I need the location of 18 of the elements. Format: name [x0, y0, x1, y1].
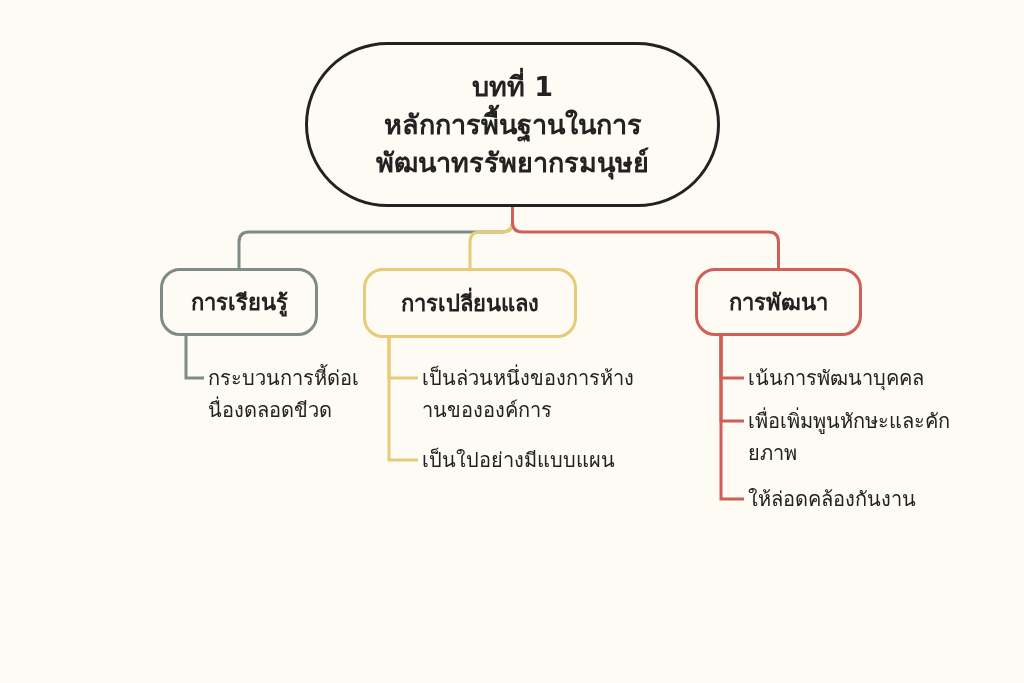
item-text: กระบวนการหี้ด่อเนื่องดลอดขีวด: [208, 363, 360, 424]
category-box: [363, 268, 577, 338]
item-text: เป็นล่วนหนึ่งของการห้างานขององค์การ: [422, 363, 635, 424]
title-text: หลักการพื้นฐานในการพัฒนาทรรัพยากรมนุษย์: [356, 105, 669, 182]
item-text: เน้นการพัฒนาบุคคล: [748, 365, 925, 393]
item-text: เพื่อเพิ่มพูนหักษะและคักยภาพ: [748, 406, 951, 467]
title-text: บทที่ 1: [471, 67, 554, 104]
item-text: ให้ล่อดคล้องกันงาน: [748, 486, 917, 513]
connector-line: [719, 336, 744, 501]
connector-line: [387, 338, 418, 462]
item-text: เป็นใปอย่างมีแบบแผน: [422, 446, 616, 474]
category-label: การเรียนรู้: [190, 288, 288, 319]
connector-line: [184, 336, 204, 380]
category-box: [160, 268, 318, 336]
category-label: การพัฒนา: [729, 288, 828, 317]
category-box: [695, 268, 862, 336]
connector-line: [511, 207, 780, 268]
category-label: การเปลี่ยนแลง: [401, 286, 539, 320]
